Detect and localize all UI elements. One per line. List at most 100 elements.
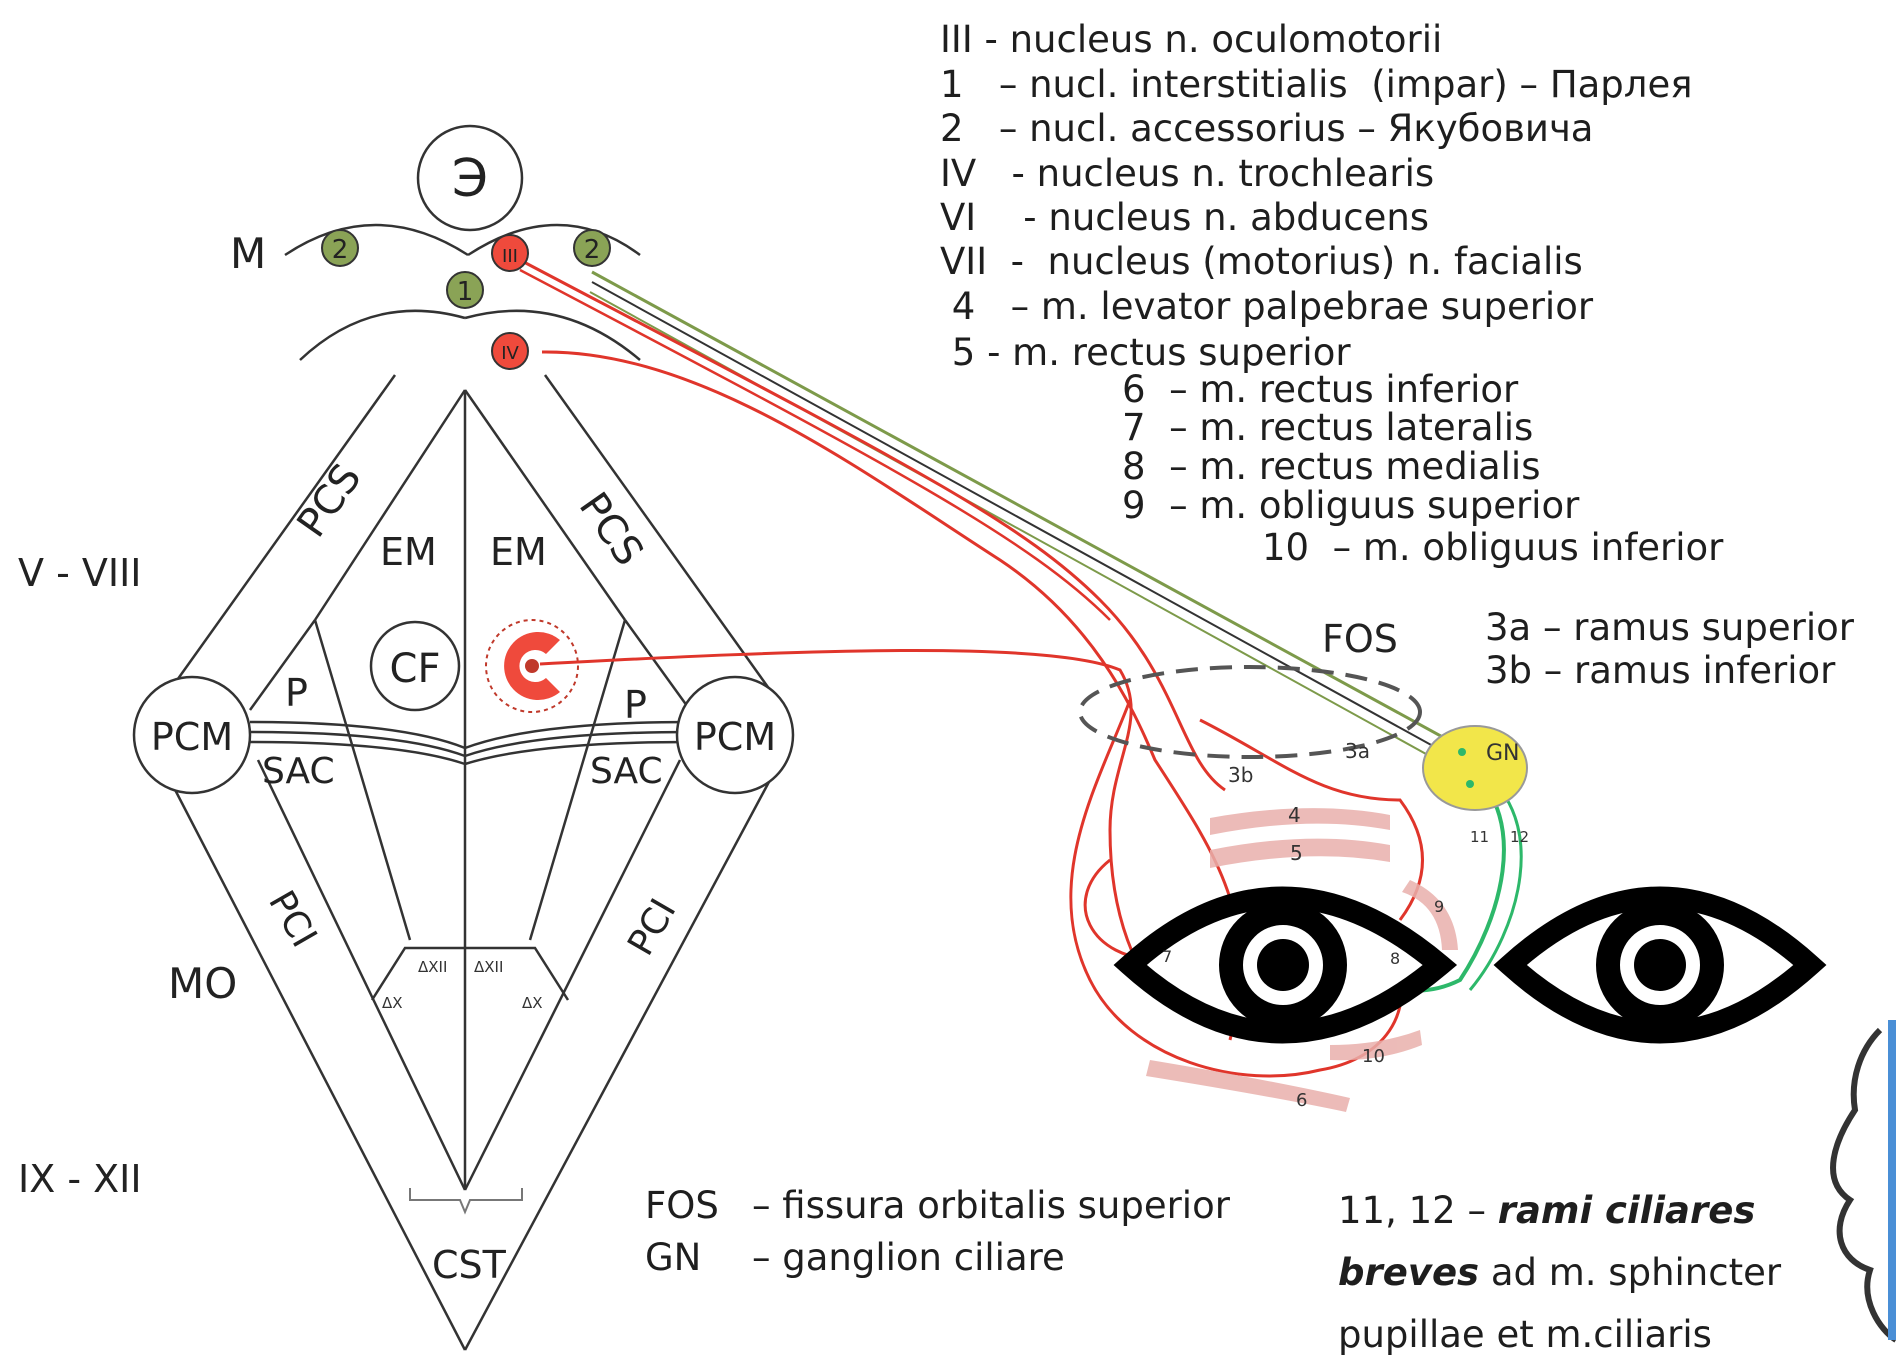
abbr-fos-text: – fissura orbitalis superior — [752, 1184, 1231, 1227]
muscle-5 — [1210, 838, 1390, 868]
sac-left: SAC — [262, 751, 335, 792]
label-12: 12 — [1510, 828, 1529, 846]
pcs-right: PCS — [570, 484, 652, 574]
ganglion-synapse-2 — [1466, 780, 1474, 788]
muscle-10 — [1330, 1030, 1422, 1061]
level-m: M — [230, 229, 266, 278]
dxii-right: ΔXII — [474, 958, 503, 976]
legend-item: 6 – m. rectus inferior — [1122, 368, 1519, 411]
note-line-3: pupillae et m.ciliaris — [1338, 1313, 1712, 1356]
abducens-dashed-circle — [485, 619, 579, 713]
sac-left-line — [256, 759, 467, 1191]
ciliary-note: 11, 12 – rami ciliares breves ad m. sphi… — [1338, 1180, 1781, 1366]
cst-bracket — [409, 1188, 523, 1215]
label-3a: 3a — [1345, 739, 1370, 763]
profile-edge — [1888, 1020, 1896, 1340]
sac-right-line — [463, 759, 682, 1191]
dxii-left: ΔXII — [418, 958, 447, 976]
legend-item: III - nucleus n. oculomotorii — [940, 18, 1442, 61]
dx-left: ΔX — [382, 994, 403, 1012]
legend-item: 9 – m. obliguus superior — [1122, 484, 1580, 527]
sac-right: SAC — [590, 751, 663, 792]
level-v-viii: V - VIII — [18, 551, 141, 595]
legend-item: VII - nucleus (motorius) n. facialis — [940, 240, 1583, 283]
outline-lower-left — [168, 779, 467, 1351]
p-left-line — [248, 619, 317, 711]
legend-item: IV - nucleus n. trochlearis — [940, 152, 1434, 195]
pcm-left-circle — [132, 675, 252, 795]
arc-mid-left — [299, 309, 466, 361]
label-9: 9 — [1434, 897, 1444, 916]
top-circle-label: Э — [452, 149, 488, 209]
floor-trapezoid — [370, 946, 570, 1001]
pcm-right-circle — [675, 675, 795, 795]
label-7: 7 — [1162, 947, 1172, 966]
legend-item: 1 – nucl. interstitialis (impar) – Парле… — [940, 63, 1692, 106]
legend-item: 2 – nucl. accessorius – Якубовича — [940, 107, 1593, 150]
eye-left — [1113, 886, 1458, 1044]
p-right: P — [624, 683, 647, 727]
em-left-line — [313, 389, 467, 621]
arc-mid-right — [464, 309, 641, 361]
stria-2 — [249, 730, 691, 758]
legend-item: 8 – m. rectus medialis — [1122, 445, 1540, 488]
legend: III - nucleus n. oculomotorii 1 – nucl. … — [940, 18, 1724, 569]
muscle-9 — [1402, 880, 1458, 950]
legend-item: 10 – m. obliguus inferior — [1262, 526, 1724, 569]
label-3b: 3b — [1228, 763, 1253, 787]
pci-right: PCI — [620, 892, 684, 962]
muscle-4 — [1210, 808, 1390, 835]
note-rest-1: ad m. sphincter — [1479, 1251, 1782, 1294]
cf-label: CF — [390, 646, 441, 692]
nucleus-1: 1 — [457, 277, 474, 307]
inner-left-line — [313, 619, 412, 941]
cst-label: CST — [432, 1243, 507, 1287]
label-8: 8 — [1390, 949, 1400, 968]
em-right: EM — [490, 530, 547, 574]
level-ix-xii: IX - XII — [18, 1157, 142, 1201]
label-10: 10 — [1362, 1046, 1385, 1067]
em-left: EM — [380, 530, 437, 574]
legend-item: 5 - m. rectus superior — [940, 331, 1351, 374]
abducens-center — [525, 659, 539, 673]
abbr-gn-key: GN — [645, 1236, 701, 1279]
pci-left: PCI — [260, 884, 324, 954]
label-11: 11 — [1470, 828, 1489, 846]
fiber-dark-1 — [591, 281, 1463, 763]
nuclei: 2 1 III 2 IV — [321, 229, 611, 370]
oculomotor-fiber-2 — [519, 268, 1111, 621]
ramus-inferior: 3b – ramus inferior — [1485, 649, 1836, 692]
ramus-superior: 3a – ramus superior — [1485, 606, 1855, 649]
outline-upper-right — [543, 374, 772, 691]
orbit-loop-superior — [1199, 718, 1424, 921]
nucleus-2-right: 2 — [584, 235, 601, 265]
stria-1 — [249, 720, 691, 750]
top-circle — [416, 124, 524, 232]
outline-upper-left — [168, 374, 397, 691]
note-bold-1: rami ciliares — [1497, 1189, 1756, 1232]
gn-label: GN — [1486, 741, 1520, 766]
nucleus-iii: III — [502, 246, 518, 267]
eye-right — [1493, 886, 1827, 1044]
label-6: 6 — [1296, 1090, 1307, 1111]
nucleus-2-left: 2 — [332, 235, 349, 265]
note-prefix: 11, 12 – — [1338, 1189, 1498, 1232]
abducens-nucleus — [504, 632, 560, 701]
brainstem-diagram — [168, 223, 772, 1351]
outline-lower-right — [463, 779, 772, 1351]
note-line-2: breves ad m. sphincter — [1338, 1242, 1781, 1304]
muscle-6 — [1146, 1060, 1350, 1112]
stria-3 — [249, 740, 691, 766]
arc-top-left — [284, 223, 469, 257]
ganglion-synapse-1 — [1458, 748, 1466, 756]
p-left: P — [285, 671, 308, 715]
legend-item: 7 – m. rectus lateralis — [1122, 406, 1533, 449]
cf-circle — [369, 620, 461, 712]
legend-item: 4 – m. levator palpebrae superior — [940, 285, 1594, 328]
abducens-fiber — [539, 648, 1161, 992]
trochlear-fiber — [541, 350, 1242, 1041]
abbr-fos-key: FOS — [645, 1184, 719, 1227]
oculomotor-fiber-1 — [519, 258, 1226, 792]
